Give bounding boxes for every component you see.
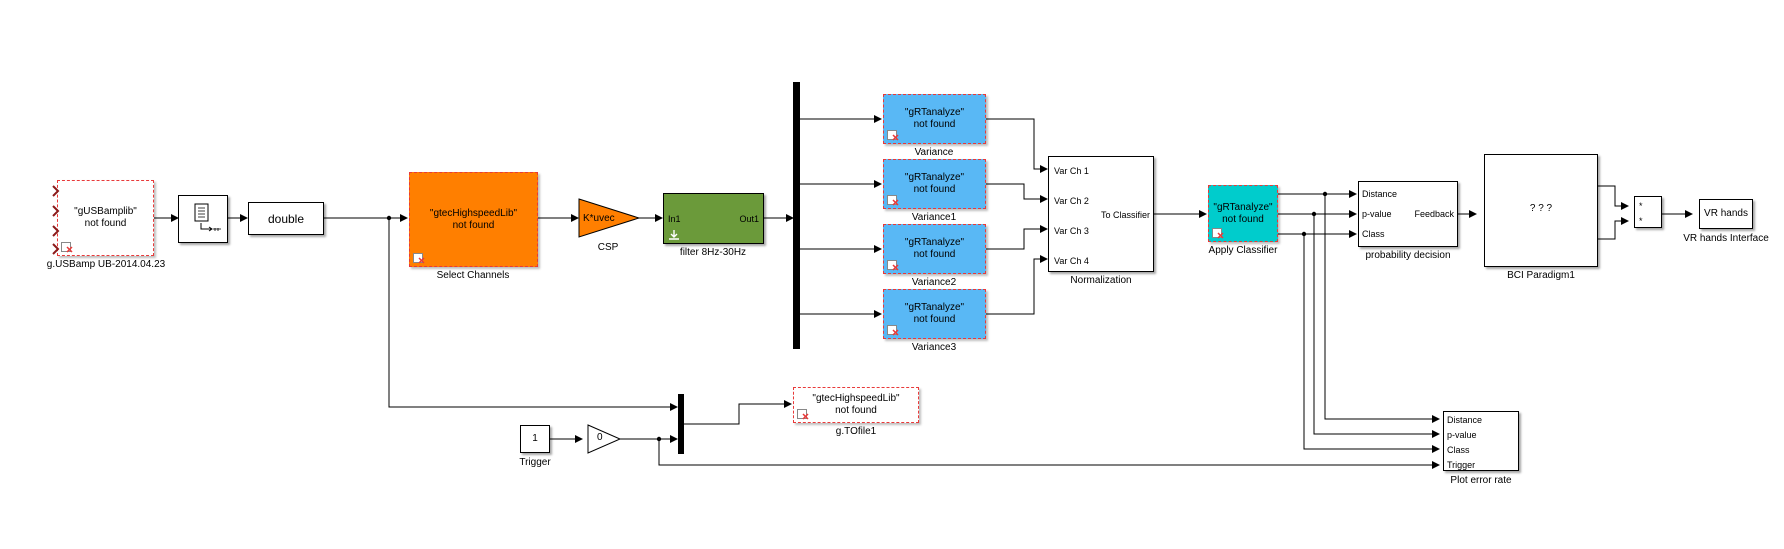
probability-in1: Distance <box>1362 189 1398 199</box>
probability-decision-caption: probability decision <box>1365 250 1451 261</box>
subsystem-link-icon <box>669 230 679 240</box>
tofile-block[interactable]: "gtecHighspeedLib" not found <box>793 387 919 423</box>
normalization-in3: Var Ch 3 <box>1054 226 1089 236</box>
filter-out-port: Out1 <box>739 214 759 224</box>
vr-hands-text: VR hands <box>1704 208 1748 219</box>
plot-error-in1: Distance <box>1447 415 1483 425</box>
probability-out: Feedback <box>1414 209 1454 219</box>
plot-error-in3: Class <box>1447 445 1470 455</box>
variance3-caption: Variance3 <box>911 342 957 353</box>
filter-caption: filter 8Hz-30Hz <box>679 247 747 258</box>
bci-paradigm-text: ? ? ? <box>1529 203 1553 214</box>
trigger-gain-label: 0 <box>597 432 603 443</box>
select-channels-text: "gtecHighspeedLib" not found <box>429 207 518 231</box>
plot-error-in2: p-value <box>1447 430 1477 440</box>
normalization-in1: Var Ch 1 <box>1054 166 1089 176</box>
trigger-constant-value: 1 <box>532 433 538 444</box>
variance2-caption: Variance2 <box>911 277 957 288</box>
filter-subsystem-block[interactable]: In1 Out1 <box>663 193 764 244</box>
bci-paradigm-caption: BCI Paradigm1 <box>1507 270 1575 281</box>
normalization-in2: Var Ch 2 <box>1054 196 1089 206</box>
product-block[interactable]: * * <box>1634 196 1662 228</box>
vr-hands-caption: VR hands Interface <box>1683 233 1769 244</box>
trigger-gain-block[interactable] <box>587 424 623 456</box>
apply-classifier-caption: Apply Classifier <box>1208 245 1278 256</box>
data-type-conversion-block[interactable]: double <box>248 202 324 235</box>
variance2-block[interactable]: "gRTanalyze" not found <box>883 224 986 274</box>
csp-gain-block[interactable] <box>578 198 642 240</box>
missing-library-icon <box>887 130 899 141</box>
variance-block[interactable]: "gRTanalyze" not found <box>883 94 986 144</box>
data-type-label: double <box>267 211 305 226</box>
missing-library-icon <box>1212 228 1224 239</box>
filter-in-port: In1 <box>668 214 681 224</box>
trigger-caption: Trigger <box>519 457 551 468</box>
buffer-block[interactable] <box>178 195 228 243</box>
bci-paradigm-block[interactable]: ? ? ? <box>1484 154 1598 267</box>
missing-library-icon <box>887 195 899 206</box>
usbamp-block[interactable]: "gUSBamplib" not found <box>57 180 154 256</box>
normalization-caption: Normalization <box>1070 275 1132 286</box>
missing-library-icon <box>887 260 899 271</box>
missing-library-icon <box>887 325 899 336</box>
select-channels-block[interactable]: "gtecHighspeedLib" not found <box>409 172 538 267</box>
mux-block[interactable] <box>678 394 684 454</box>
plot-error-rate-caption: Plot error rate <box>1450 475 1512 486</box>
buffer-icon <box>194 203 221 232</box>
vr-hands-block[interactable]: VR hands <box>1699 199 1753 229</box>
csp-caption: CSP <box>597 242 619 253</box>
normalization-out: To Classifier <box>1100 210 1150 220</box>
plot-error-rate-block[interactable]: Distance p-value Class Trigger <box>1443 411 1519 471</box>
variance-text: "gRTanalyze" not found <box>904 107 965 130</box>
select-channels-caption: Select Channels <box>436 270 510 281</box>
usbamp-caption: g.USBamp UB-2014.04.23 <box>46 259 166 270</box>
tofile-text: "gtecHighspeedLib" not found <box>812 393 900 416</box>
missing-library-icon <box>413 253 425 264</box>
variance-caption: Variance <box>914 147 954 158</box>
missing-library-icon <box>61 242 73 253</box>
apply-classifier-text: "gRTanalyze" not found <box>1213 201 1273 225</box>
variance1-caption: Variance1 <box>911 212 957 223</box>
normalization-in4: Var Ch 4 <box>1054 256 1089 266</box>
demux-block[interactable] <box>793 82 800 349</box>
variance1-block[interactable]: "gRTanalyze" not found <box>883 159 986 209</box>
missing-library-icon <box>797 409 809 420</box>
plot-error-in4: Trigger <box>1447 460 1476 470</box>
variance3-text: "gRTanalyze" not found <box>904 302 965 325</box>
probability-in3: Class <box>1362 229 1385 239</box>
trigger-constant-block[interactable]: 1 <box>520 425 550 453</box>
normalization-block[interactable]: Var Ch 1 Var Ch 2 Var Ch 3 Var Ch 4 To C… <box>1048 156 1154 272</box>
product-in1: * <box>1639 201 1643 211</box>
variance3-block[interactable]: "gRTanalyze" not found <box>883 289 986 339</box>
product-in2: * <box>1639 216 1643 226</box>
tofile-caption: g.TOfile1 <box>835 426 877 437</box>
variance1-text: "gRTanalyze" not found <box>904 172 965 195</box>
usbamp-chevron-icons <box>52 185 60 255</box>
variance2-text: "gRTanalyze" not found <box>904 237 965 260</box>
probability-in2: p-value <box>1362 209 1392 219</box>
probability-decision-block[interactable]: Distance p-value Class Feedback <box>1358 181 1458 247</box>
csp-gain-label: K*uvec <box>583 213 615 224</box>
apply-classifier-block[interactable]: "gRTanalyze" not found <box>1208 185 1278 242</box>
usbamp-block-text: "gUSBamplib" not found <box>74 206 137 229</box>
